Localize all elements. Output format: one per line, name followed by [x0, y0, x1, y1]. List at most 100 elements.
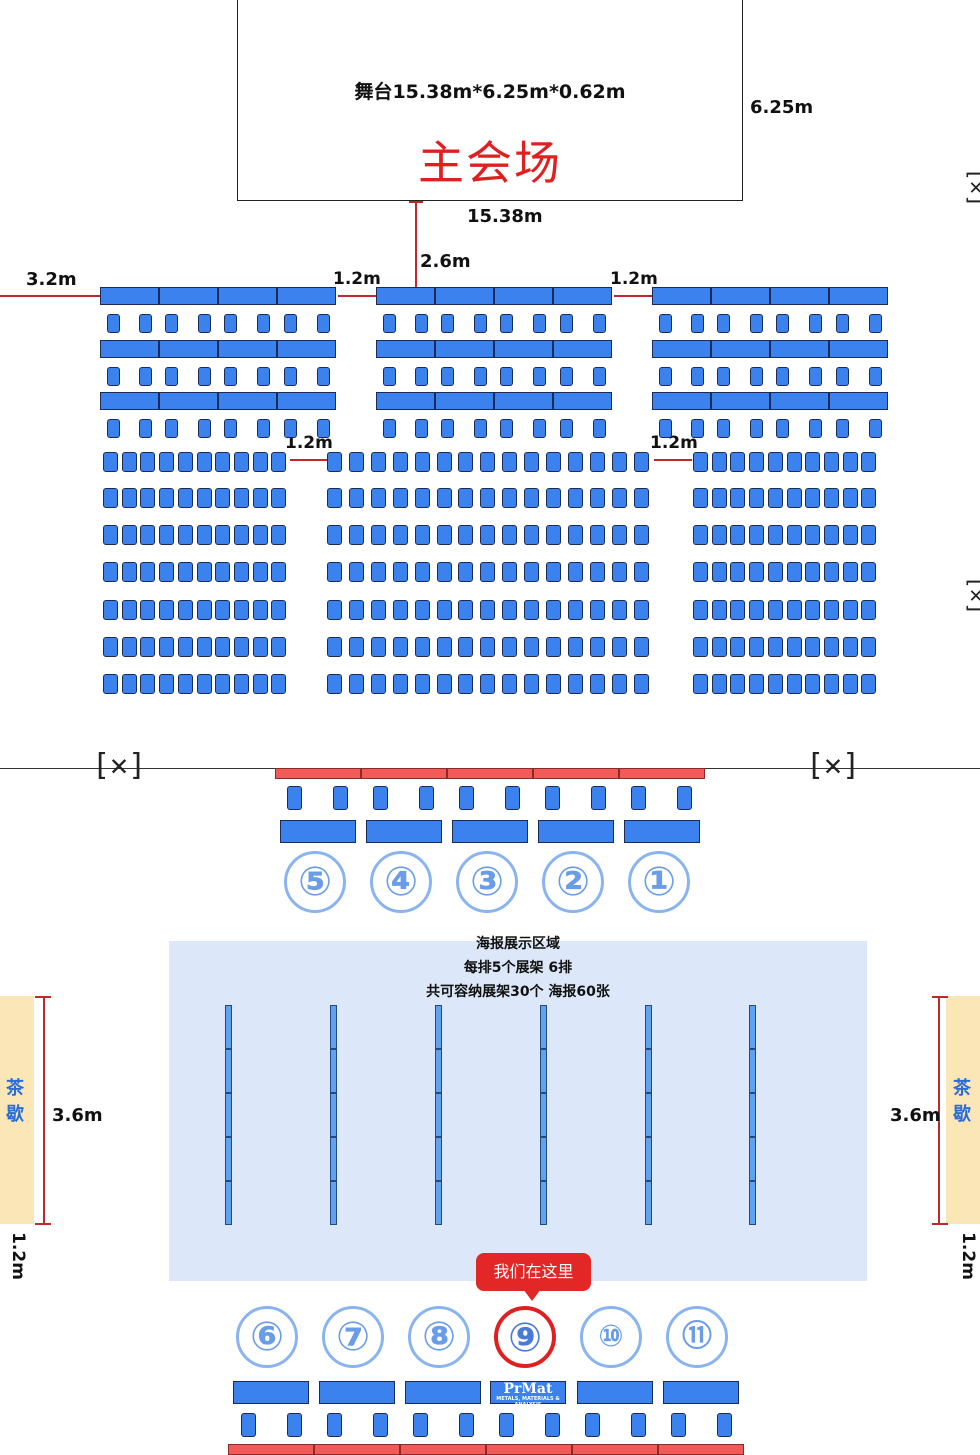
- chair: [546, 452, 561, 472]
- poster-rack: [749, 1093, 756, 1137]
- desk-table: [376, 392, 435, 410]
- chair: [140, 488, 156, 508]
- chair: [693, 600, 708, 620]
- booth-number: ⑪: [666, 1306, 728, 1368]
- chair: [458, 637, 474, 657]
- chair: [224, 314, 237, 333]
- chair: [567, 674, 583, 694]
- chair: [786, 674, 802, 694]
- chair: [480, 452, 496, 472]
- chair: [823, 637, 839, 657]
- chair: [730, 452, 746, 472]
- chair: [103, 452, 118, 472]
- left-margin-label: 3.2m: [26, 269, 77, 290]
- chair: [480, 674, 496, 694]
- chair: [749, 600, 765, 620]
- chair: [711, 600, 727, 620]
- chair: [730, 600, 746, 620]
- chair: [711, 488, 727, 508]
- desk-table: [435, 392, 494, 410]
- chair: [317, 367, 330, 386]
- exhibit-table-red: [361, 768, 447, 779]
- chair: [241, 1413, 256, 1437]
- chair: [611, 674, 627, 694]
- chair: [869, 367, 882, 386]
- chair: [776, 419, 789, 438]
- tea-left-dimension-line: [43, 996, 45, 1224]
- chair: [215, 452, 231, 472]
- exhibit-table-red: [572, 1444, 658, 1455]
- chair: [415, 314, 428, 333]
- booth-number: ⑥: [236, 1306, 298, 1368]
- chair: [767, 600, 783, 620]
- chair: [500, 314, 513, 333]
- chair: [842, 674, 858, 694]
- chair: [348, 488, 364, 508]
- chair: [693, 488, 708, 508]
- chair: [749, 674, 765, 694]
- chair: [392, 600, 408, 620]
- chair: [776, 314, 789, 333]
- poster-rack: [225, 1005, 232, 1049]
- chair: [284, 367, 297, 386]
- chair: [327, 525, 342, 545]
- chair: [436, 674, 452, 694]
- chair: [786, 637, 802, 657]
- chair: [633, 562, 649, 582]
- tea-break-left: [0, 996, 34, 1224]
- poster-rack: [330, 1137, 337, 1181]
- poster-rack: [225, 1137, 232, 1181]
- poster-area-title: 海报展示区域: [476, 936, 560, 952]
- chair: [591, 786, 606, 810]
- stage: 舞台15.38m*6.25m*0.62m 主会场: [237, 0, 743, 201]
- exhibit-table-red: [533, 768, 619, 779]
- chair: [611, 488, 627, 508]
- chair: [159, 674, 175, 694]
- aisle-left-top-label: 1.2m: [333, 269, 381, 289]
- chair: [121, 637, 137, 657]
- chair: [545, 786, 560, 810]
- chair: [252, 674, 268, 694]
- chair: [823, 562, 839, 582]
- chair: [805, 562, 821, 582]
- chair: [589, 674, 605, 694]
- aisle-left-mid-label: 1.2m: [285, 433, 333, 453]
- chair: [823, 525, 839, 545]
- chair: [502, 562, 518, 582]
- chair: [103, 525, 118, 545]
- chair: [836, 314, 849, 333]
- chair: [809, 314, 822, 333]
- chair: [370, 525, 386, 545]
- chair: [524, 600, 540, 620]
- chair: [224, 367, 237, 386]
- desk-table: [652, 392, 711, 410]
- chair: [233, 637, 249, 657]
- chair: [413, 1413, 428, 1437]
- chair: [196, 488, 212, 508]
- chair: [159, 562, 175, 582]
- chair: [121, 452, 137, 472]
- chair: [750, 314, 763, 333]
- chair: [474, 367, 487, 386]
- chair: [750, 419, 763, 438]
- aisle-left-mid-line: [290, 459, 328, 461]
- poster-rack: [225, 1181, 232, 1225]
- chair: [140, 600, 156, 620]
- chair: [842, 488, 858, 508]
- chair: [215, 488, 231, 508]
- chair: [691, 367, 704, 386]
- chair: [786, 488, 802, 508]
- poster-rack: [645, 1137, 652, 1181]
- desk-table: [652, 287, 711, 305]
- chair: [730, 637, 746, 657]
- poster-rack: [330, 1049, 337, 1093]
- chair: [567, 562, 583, 582]
- exhibit-table: [366, 820, 442, 843]
- chair: [327, 674, 342, 694]
- exhibit-table: [452, 820, 528, 843]
- chair: [730, 525, 746, 545]
- chair: [373, 786, 388, 810]
- desk-table: [435, 287, 494, 305]
- chair: [611, 525, 627, 545]
- chair: [348, 637, 364, 657]
